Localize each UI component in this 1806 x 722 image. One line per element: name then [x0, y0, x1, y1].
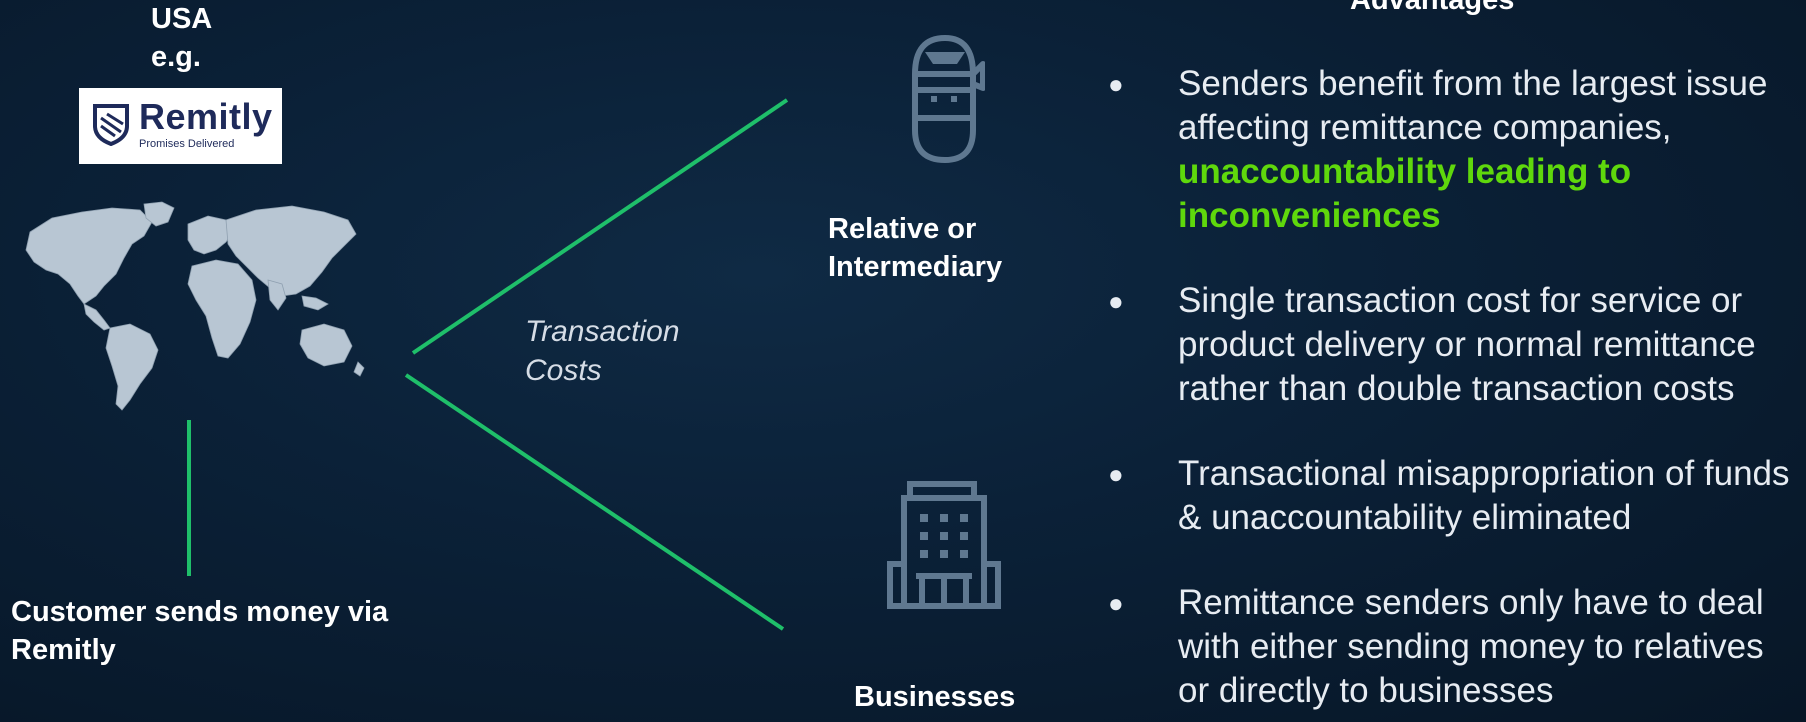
ninja-icon: [912, 35, 985, 163]
advantage-text: Remittance senders only have to deal wit…: [1178, 583, 1764, 710]
logo-name: Remitly: [139, 96, 273, 137]
connector-map-to-relative: [411, 98, 789, 355]
advantages-list: ● Senders benefit from the largest issue…: [1100, 62, 1800, 713]
connector-map-to-businesses: [404, 373, 785, 631]
relative-line1: Relative or: [828, 213, 977, 245]
advantage-item: ● Single transaction cost for service or…: [1100, 279, 1800, 411]
bullet-icon: ●: [1108, 588, 1124, 618]
region-label: USA e.g.: [151, 0, 212, 76]
world-map-icon: [25, 201, 365, 411]
advantage-text: Transactional misappropriation of funds …: [1178, 454, 1790, 537]
transaction-costs-label: Transaction Costs: [525, 312, 680, 390]
customer-line2: Remitly: [11, 634, 116, 666]
advantage-text: Senders benefit from the largest issue a…: [1178, 64, 1768, 147]
advantage-item: ● Senders benefit from the largest issue…: [1100, 62, 1800, 238]
building-icon: [887, 481, 1001, 609]
remitly-logo: Remitly Promises Delivered: [79, 88, 282, 164]
bullet-icon: ●: [1108, 459, 1124, 489]
region-example: e.g.: [151, 41, 201, 73]
relative-label: Relative or Intermediary: [828, 210, 1002, 286]
bullet-icon: ●: [1108, 69, 1124, 99]
advantage-text: Single transaction cost for service or p…: [1178, 281, 1756, 408]
transaction-costs-line1: Transaction: [525, 315, 680, 348]
remitly-logo-icon: [93, 104, 129, 146]
logo-tagline: Promises Delivered: [139, 138, 235, 150]
advantage-item: ● Remittance senders only have to deal w…: [1100, 581, 1800, 713]
customer-line1: Customer sends money via: [11, 596, 389, 628]
customer-label: Customer sends money via Remitly: [11, 593, 388, 669]
advantages-title: Advantages: [1350, 0, 1515, 16]
businesses-label: Businesses: [854, 681, 1016, 713]
advantage-highlight: unaccountability leading to inconvenienc…: [1178, 152, 1632, 235]
region-country: USA: [151, 3, 213, 35]
bullet-icon: ●: [1108, 286, 1124, 316]
transaction-costs-line2: Costs: [525, 354, 602, 387]
advantage-item: ● Transactional misappropriation of fund…: [1100, 452, 1800, 540]
relative-line2: Intermediary: [828, 251, 1003, 283]
